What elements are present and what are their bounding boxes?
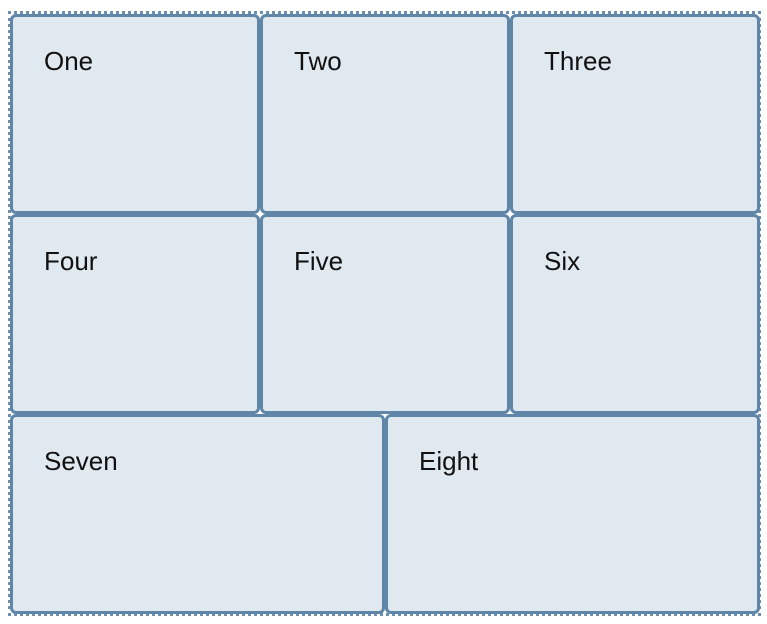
grid-cell-seven: Seven	[10, 414, 385, 614]
grid-cell-label: One	[44, 46, 94, 76]
grid-cell-label: Six	[544, 246, 581, 276]
grid-cell-label: Eight	[419, 446, 479, 476]
grid-cell-six: Six	[510, 214, 760, 414]
grid-cell-two: Two	[260, 14, 510, 214]
grid-cell-three: Three	[510, 14, 760, 214]
grid-cell-label: Five	[294, 246, 344, 276]
grid-cell-label: Two	[294, 46, 342, 76]
grid-cell-eight: Eight	[385, 414, 760, 614]
grid-cell-one: One	[10, 14, 260, 214]
grid-cell-five: Five	[260, 214, 510, 414]
grid-cell-label: Four	[44, 246, 98, 276]
grid-cell-four: Four	[10, 214, 260, 414]
grid-cell-label: Seven	[44, 446, 118, 476]
grid-cell-label: Three	[544, 46, 612, 76]
